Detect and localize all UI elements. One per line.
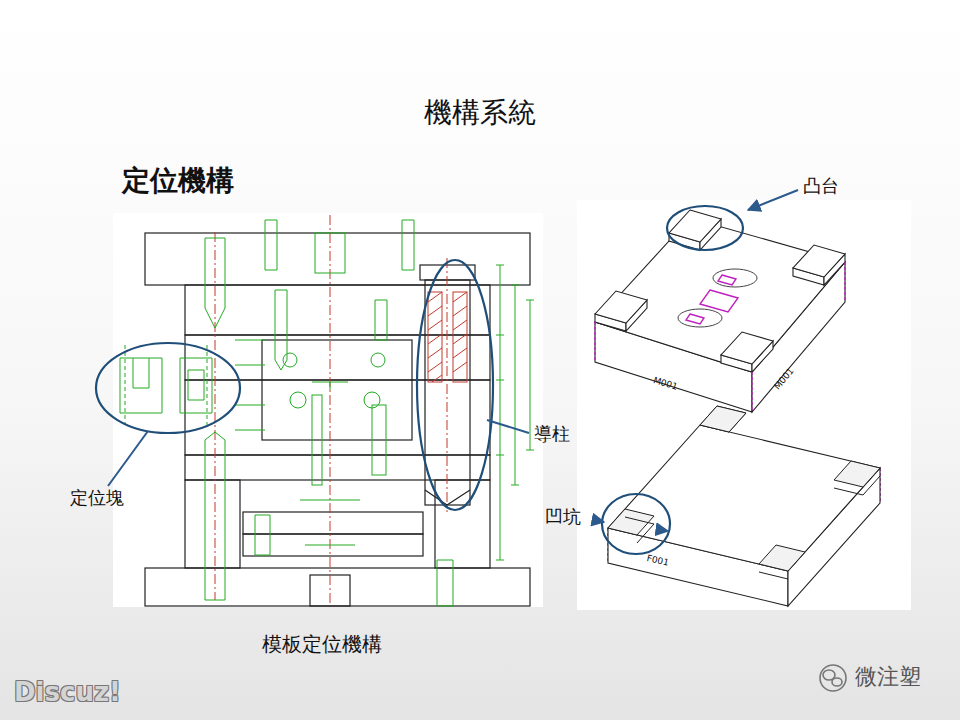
watermark: Discuz! (14, 678, 121, 708)
leader-lines (108, 190, 798, 531)
section-heading: 定位機構 (122, 165, 234, 197)
callout-label: 定位塊 (70, 488, 124, 509)
mold-drawing (96, 213, 543, 607)
callout-label: 導柱 (534, 424, 570, 445)
watermark: 微注塑 (855, 664, 921, 689)
callout-label: 凸台 (803, 176, 839, 197)
plate-views (577, 200, 911, 610)
figure-caption: 模板定位機構 (262, 633, 382, 656)
wechat-icon (820, 665, 846, 691)
slide-title: 機構系統 (424, 97, 536, 129)
callout-label: 凹坑 (545, 507, 581, 528)
